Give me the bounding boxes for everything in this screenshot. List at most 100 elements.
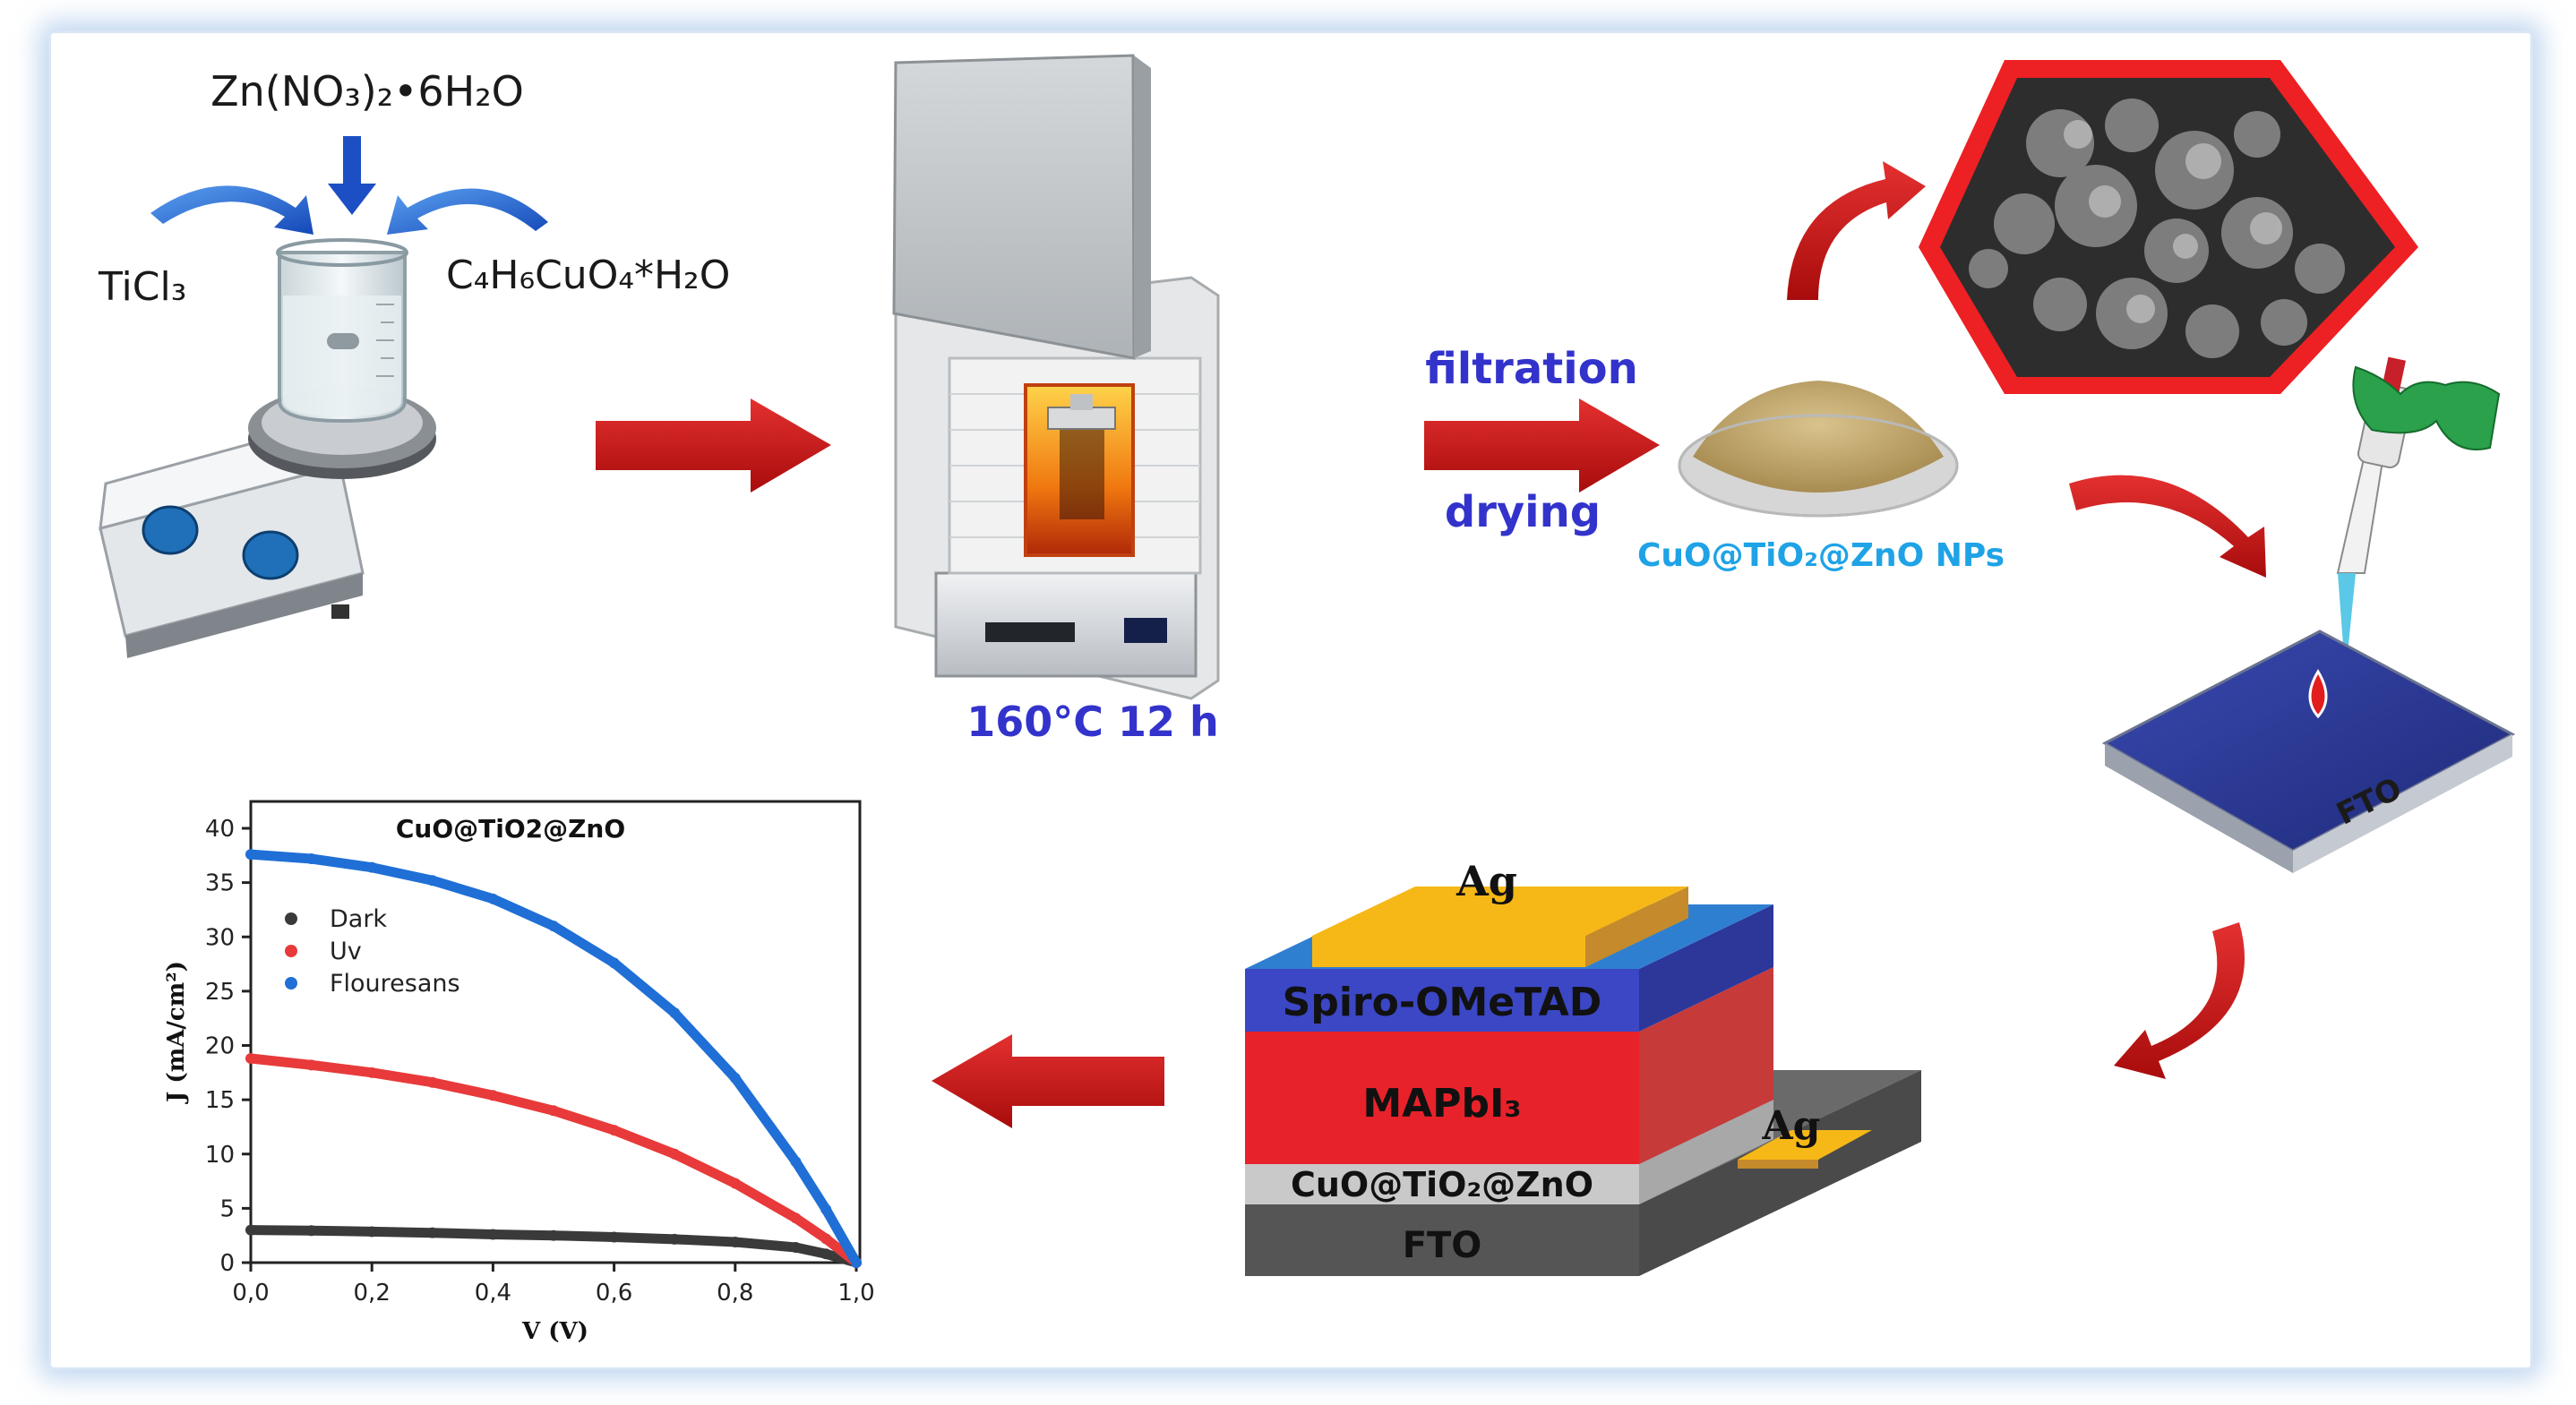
series-line-flouresans [245,849,862,1268]
y-tick-label: 35 [205,870,235,897]
data-point-dark [426,1227,438,1238]
data-point-flouresans [608,957,620,969]
data-point-flouresans [790,1156,802,1168]
curved-arrow-to-sem-icon [1787,161,1926,300]
legend-marker-dark [285,912,297,925]
series-line-uv [245,1053,862,1268]
data-point-uv [790,1212,802,1224]
y-tick-label: 0 [219,1250,235,1277]
reagent-zinc-nitrate: Zn(NO₃)₂•6H₂O [210,67,524,116]
y-axis-label: J (mA/cm²) [163,961,190,1104]
data-point-dark [820,1248,832,1260]
step-filtration-label: filtration [1425,344,1638,394]
data-point-flouresans [366,861,378,873]
x-axis-label: V (V) [521,1318,588,1345]
data-point-flouresans [851,1257,862,1268]
fto-layer-label: FTO [1403,1225,1482,1266]
legend-label-dark: Dark [330,905,387,933]
y-axis-ticks: 0 5 10 15 20 25 30 35 40 [205,816,251,1277]
spiro-label: Spiro-OMeTAD [1283,980,1602,1025]
data-point-dark [608,1231,620,1243]
step-drying-label: drying [1445,487,1601,537]
data-point-dark [366,1226,378,1238]
droplet-icon [2308,669,2328,719]
x-tick-label: 0,0 [232,1280,269,1306]
x-tick-label: 0,6 [596,1280,632,1306]
fto-layer [1245,1204,1639,1276]
legend-label-uv: Uv [330,938,362,965]
data-point-dark [790,1242,802,1254]
reagent-copper-acetate: C₄H₆CuO₄*H₂O [446,253,730,298]
glove-icon [2352,365,2501,450]
etl-layer [1245,1164,1639,1204]
process-arrow-to-chart-icon [932,1034,1164,1128]
process-arrow-2-icon [1424,398,1660,493]
reagent-ticl3: TiCl₃ [98,264,186,310]
data-point-uv [669,1148,681,1160]
curved-arrow-to-fto-icon [2069,475,2266,578]
y-tick-label: 30 [205,924,235,951]
y-tick-label: 25 [205,979,235,1006]
mapbi3-layer [1245,1032,1639,1164]
y-tick-label: 5 [219,1195,235,1222]
data-point-uv [426,1076,438,1088]
data-point-uv [245,1053,256,1065]
pipette-illustration [2336,356,2501,645]
sem-image-hexagon [1919,60,2418,394]
furnace-condition-label: 160°C 12 h [966,698,1219,746]
furnace-illustration [892,54,1220,700]
ag-top-electrode [1312,887,1688,936]
ag-side-electrode [1738,1130,1872,1160]
data-point-flouresans [305,852,317,864]
data-point-uv [487,1090,499,1101]
data-point-flouresans [426,875,438,887]
y-tick-label: 10 [205,1142,235,1169]
data-point-uv [729,1178,741,1189]
data-point-uv [305,1059,317,1071]
data-point-dark [548,1229,559,1241]
y-tick-label: 20 [205,1033,235,1060]
data-point-dark [305,1225,317,1237]
device-stack [1245,887,1921,1276]
data-point-flouresans [548,921,559,932]
reagent-arrows [150,136,548,235]
x-tick-label: 0,8 [717,1280,753,1306]
process-arrow-1-icon [596,398,831,493]
chart-plot-area [249,800,862,1264]
chart-series [245,849,862,1268]
ag-top-label: Ag [1455,857,1517,905]
mapbi3-label: MAPbI₃ [1362,1081,1521,1127]
etl-label: CuO@TiO₂@ZnO [1291,1165,1593,1204]
data-point-dark [729,1236,741,1247]
down-arrow-icon [328,136,376,215]
data-point-uv [366,1067,378,1078]
y-tick-label: 15 [205,1087,235,1114]
data-point-dark [245,1224,256,1236]
left-curved-arrow-icon [150,185,313,235]
hotplate-stirrer-illustration [99,388,436,658]
legend-label-flouresans: Flouresans [330,970,460,998]
data-point-flouresans [669,1007,681,1019]
data-point-uv [608,1125,620,1136]
y-tick-label: 40 [205,816,235,843]
spiro-layer [1245,969,1639,1032]
data-point-dark [487,1229,499,1240]
legend-marker-flouresans [285,977,297,989]
beaker-icon [276,238,408,424]
curved-arrow-to-device-icon [2114,922,2245,1079]
ag-side-label: Ag [1762,1103,1821,1149]
data-point-uv [820,1233,832,1245]
data-point-flouresans [729,1072,741,1084]
fto-substrate-illustration [2101,630,2516,873]
right-curved-arrow-icon [387,188,548,235]
data-point-flouresans [245,849,256,861]
data-point-flouresans [820,1204,832,1215]
nanoparticle-powder-dish [1678,381,1959,518]
data-point-uv [548,1105,559,1117]
product-label: CuO@TiO₂@ZnO NPs [1637,537,2005,574]
chart-title: CuO@TiO2@ZnO [396,814,625,844]
